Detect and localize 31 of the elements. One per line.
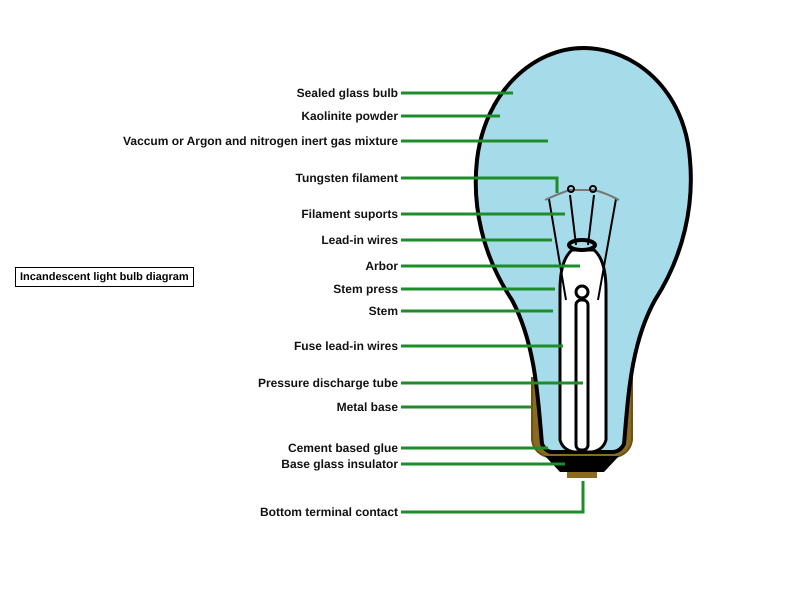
part-label: Stem xyxy=(368,304,398,318)
leader-line xyxy=(401,92,513,94)
leader-line xyxy=(401,382,583,384)
part-label: Tungsten filament xyxy=(296,171,398,185)
leader-line xyxy=(401,462,565,466)
leader-line xyxy=(401,481,584,514)
part-label: Sealed glass bulb xyxy=(296,86,398,100)
leader-line xyxy=(401,288,555,290)
part-label: Metal base xyxy=(336,400,398,414)
part-label: Cement based glue xyxy=(288,441,398,455)
leader-line xyxy=(401,344,563,348)
leader-line xyxy=(401,238,552,242)
part-label: Fuse lead-in wires xyxy=(294,339,398,353)
title-text: Incandescent light bulb diagram xyxy=(15,267,194,287)
part-label: Arbor xyxy=(365,259,398,273)
part-label: Vaccum or Argon and nitrogen inert gas mixture xyxy=(123,134,398,148)
part-label: Lead-in wires xyxy=(321,233,398,247)
part-label: Filament suports xyxy=(301,207,398,221)
leader-line xyxy=(401,140,548,142)
leader-line xyxy=(401,406,531,408)
leader-line xyxy=(401,264,580,268)
part-label: Base glass insulator xyxy=(281,457,398,471)
part-label: Bottom terminal contact xyxy=(260,505,398,519)
leader-line xyxy=(401,310,553,312)
part-label: Stem press xyxy=(333,282,398,296)
leader-line xyxy=(401,176,558,193)
part-label: Kaolinite powder xyxy=(301,109,398,123)
leader-line xyxy=(401,446,548,450)
part-label: Pressure discharge tube xyxy=(258,376,398,390)
leader-line xyxy=(401,114,500,118)
leader-line xyxy=(401,212,565,216)
